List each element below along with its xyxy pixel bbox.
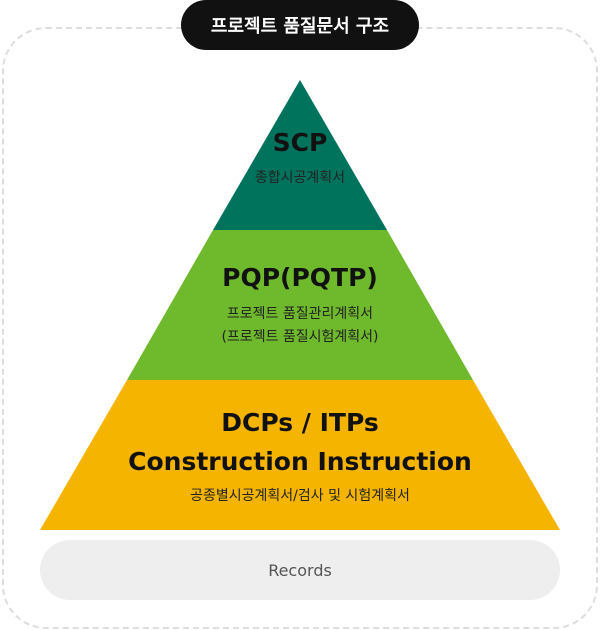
pqp-desc-1: 프로젝트 품질관리계획서 xyxy=(226,306,374,322)
records-bar: Records xyxy=(40,540,560,600)
ci-label: Construction Instruction xyxy=(128,447,472,476)
level-pqp xyxy=(127,230,473,380)
dcp-desc: 공종별시공계획서/검사 및 시험계획서 xyxy=(190,488,410,504)
pqp-desc-2: (프로젝트 품질시험계획서) xyxy=(221,329,379,345)
pqp-label: PQP(PQTP) xyxy=(222,263,378,292)
level-dcp xyxy=(40,380,560,530)
diagram-title: 프로젝트 품질문서 구조 xyxy=(181,0,419,50)
scp-desc: 종합시공계획서 xyxy=(254,170,346,186)
level-scp xyxy=(213,80,387,230)
dcp-label: DCPs / ITPs xyxy=(221,408,379,437)
scp-label: SCP xyxy=(272,128,328,157)
